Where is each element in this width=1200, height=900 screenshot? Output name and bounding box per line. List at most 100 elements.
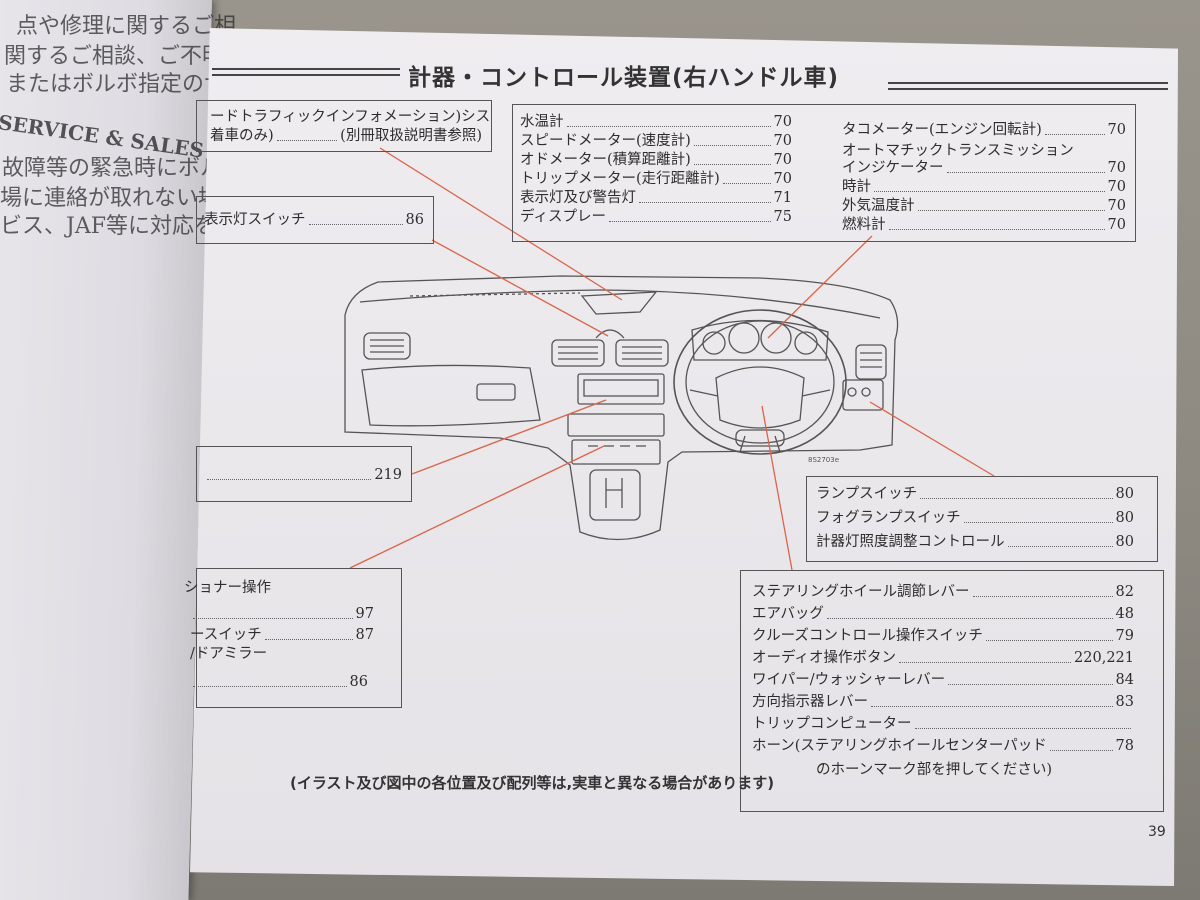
header-rule-left — [212, 68, 400, 76]
leader-dots — [693, 164, 771, 165]
illustration-code: 8S2703e — [808, 456, 839, 464]
traffic-info-line: ードトラフィックインフォメーション)シス — [210, 109, 491, 125]
header-rule-right — [888, 82, 1168, 90]
leader-dots — [826, 618, 1113, 619]
leader-dots — [1049, 750, 1113, 751]
row-label: インジケーター — [842, 160, 944, 176]
leader-dots — [914, 728, 1131, 729]
leader-dots — [722, 183, 771, 184]
leader-dots — [948, 684, 1113, 685]
leader-dots — [308, 224, 403, 225]
row-page: 86 — [349, 674, 368, 690]
leader-dots — [207, 479, 372, 480]
row-page: 70 — [773, 114, 792, 130]
leader-dots — [985, 640, 1113, 641]
row-label: 着車のみ) — [210, 128, 274, 144]
row-page: 80 — [1115, 510, 1134, 526]
row-page: 84 — [1115, 672, 1134, 688]
instrument-row: トリップメーター(走行距離計) 70 — [520, 169, 792, 189]
leader-dots — [1007, 546, 1113, 547]
item-219-row: 219 — [204, 465, 402, 485]
row-label: 水温計 — [520, 114, 564, 130]
climate-row: 86 — [190, 672, 368, 692]
instrument-row: スピードメーター(速度計) 70 — [520, 131, 792, 151]
left-page-line: 場に連絡が取れない場合 — [0, 186, 243, 211]
left-page-line: 点や修理に関するご相 — [16, 14, 237, 39]
lamp-row: フォグランプスイッチ 80 — [816, 508, 1134, 528]
instrument-row-label: オートマチックトランスミッション — [842, 143, 1074, 159]
leader-dots — [639, 202, 771, 203]
leader-dots — [920, 498, 1113, 499]
instrument-row: ディスプレー 75 — [520, 207, 792, 227]
instrument-row: インジケーター 70 — [842, 158, 1126, 178]
leader-dots — [946, 172, 1105, 173]
left-page-line: 故障等の緊急時にボル — [2, 156, 223, 181]
row-page: 71 — [773, 190, 792, 206]
row-label: エアバッグ — [752, 606, 824, 622]
steering-row: トリップコンピューター — [752, 714, 1134, 734]
leader-dots — [693, 145, 771, 146]
row-label: 表示灯スイッチ — [204, 212, 306, 228]
leader-dots — [888, 229, 1105, 230]
row-page: 87 — [355, 627, 374, 643]
row-reference: (別冊取扱説明書参照) — [340, 128, 482, 144]
callout-lamps — [806, 476, 1158, 562]
instrument-row: 燃料計 70 — [842, 215, 1126, 235]
climate-row: ースイッチ 87 — [190, 625, 374, 645]
row-page: 70 — [773, 133, 792, 149]
row-page: 70 — [1107, 217, 1126, 233]
row-page: 70 — [1107, 198, 1126, 214]
row-page: 83 — [1115, 694, 1134, 710]
row-label: 表示灯及び警告灯 — [520, 190, 636, 206]
left-page-line: 関するご相談、ご不明 — [4, 44, 225, 69]
row-page: 78 — [1115, 738, 1134, 754]
leader-dots — [871, 706, 1113, 707]
row-page: 70 — [1107, 179, 1126, 195]
row-label: フォグランプスイッチ — [816, 510, 961, 526]
row-label: オドメーター(積算距離計) — [520, 152, 691, 168]
climate-row: 97 — [190, 604, 374, 624]
row-page: 70 — [1107, 160, 1126, 176]
row-label: スピードメーター(速度計) — [520, 133, 691, 149]
callout-instruments — [512, 104, 1136, 242]
row-page: 70 — [1107, 122, 1126, 138]
leader-dots — [566, 126, 771, 127]
footnote: (イラスト及び図中の各位置及び配列等は,実車と異なる場合があります) — [290, 774, 775, 792]
row-page: 97 — [355, 606, 374, 622]
row-label: ステアリングホイール調節レバー — [752, 584, 970, 600]
row-page: 80 — [1115, 486, 1134, 502]
row-label: トリップメーター(走行距離計) — [520, 171, 720, 187]
row-label: ースイッチ — [190, 627, 262, 643]
callout-hazard-switch — [196, 196, 434, 244]
callout-item-219 — [196, 446, 412, 502]
instrument-row: オドメーター(積算距離計)70 — [520, 150, 792, 170]
row-label: 燃料計 — [842, 217, 886, 233]
row-page: 75 — [773, 209, 792, 225]
row-label: トリップコンピューター — [752, 716, 912, 732]
leader-dots — [972, 596, 1113, 597]
callout-steering — [740, 570, 1164, 812]
row-label: ワイパー/ウォッシャーレバー — [752, 672, 946, 688]
row-label: オーディオ操作ボタン — [752, 650, 896, 666]
instrument-row: タコメーター(エンジン回転計)70 — [842, 120, 1126, 140]
row-label: クルーズコントロール操作スイッチ — [752, 628, 983, 644]
leader-dots — [874, 191, 1105, 192]
row-page: 70 — [773, 171, 792, 187]
steering-note: のホーンマーク部を押してください) — [816, 762, 1053, 778]
instrument-row: 外気温度計 70 — [842, 196, 1126, 216]
instrument-row: 水温計 70 — [520, 112, 792, 132]
page-title: 計器・コントロール装置(右ハンドル車) — [408, 65, 840, 91]
instrument-row: 表示灯及び警告灯 71 — [520, 188, 792, 208]
row-label: ディスプレー — [520, 209, 606, 225]
row-label: 外気温度計 — [842, 198, 915, 214]
row-page: 219 — [374, 467, 402, 483]
callout-climate — [196, 568, 402, 708]
row-page: 80 — [1115, 534, 1134, 550]
leader-dots — [963, 522, 1113, 523]
